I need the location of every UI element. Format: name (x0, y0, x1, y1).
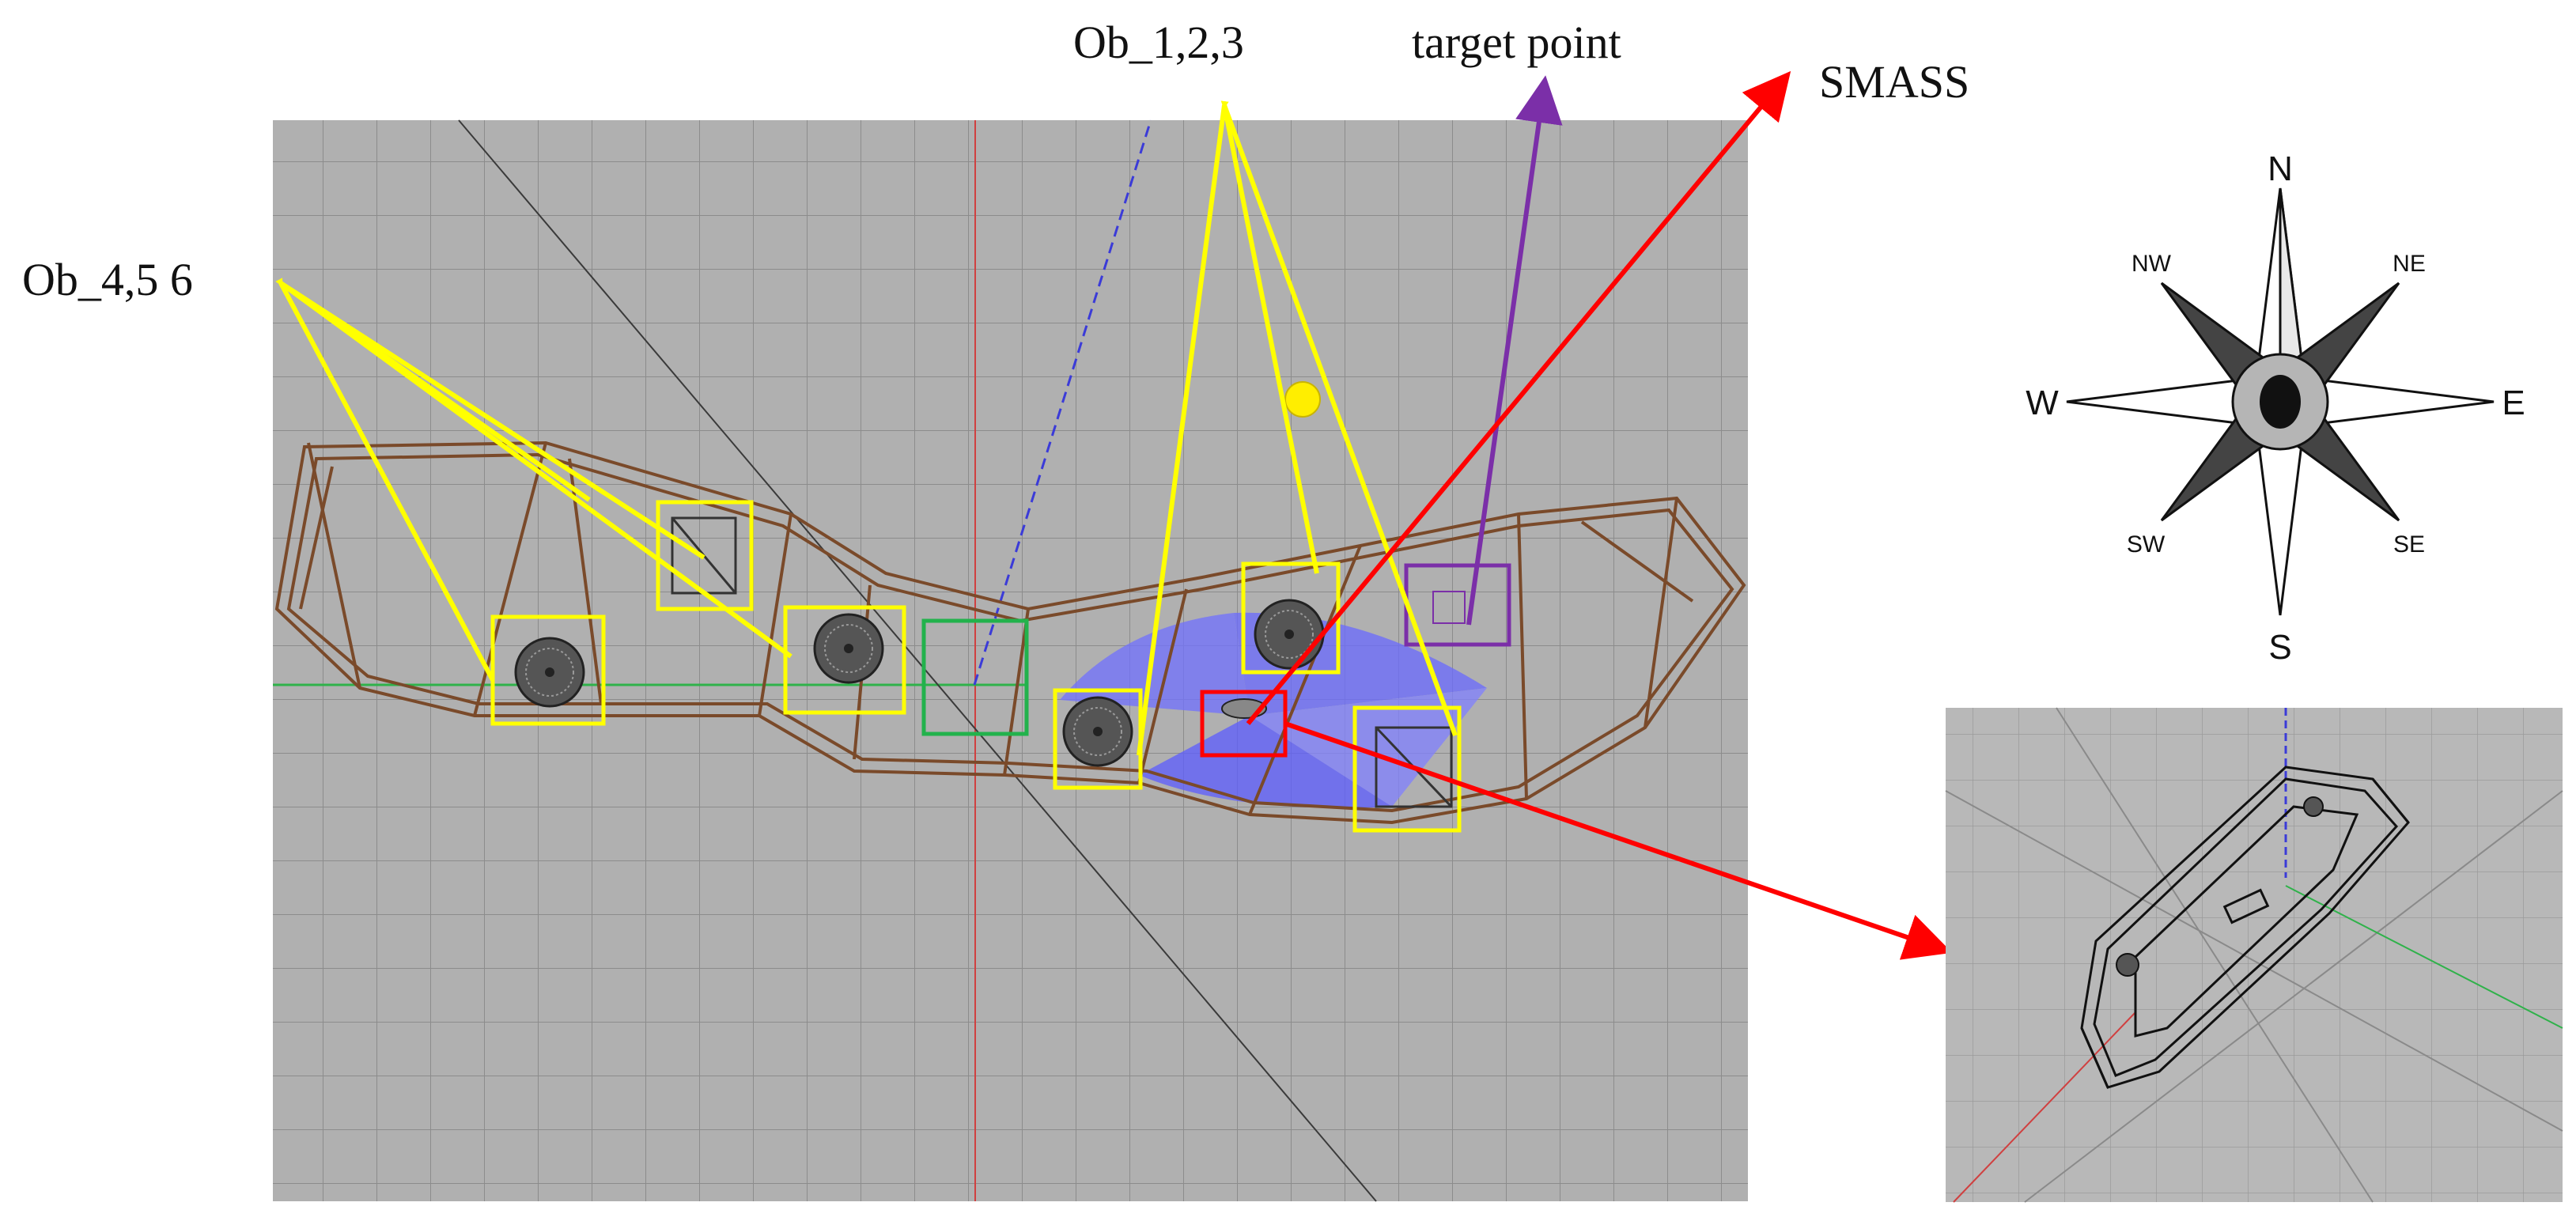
diagonal-line (458, 119, 1377, 1202)
compass-n-label: N (2268, 149, 2293, 188)
inset-obstacle-1 (2116, 953, 2139, 977)
perspective-inset (1945, 707, 2563, 1203)
compass-sw-label: SW (2127, 531, 2166, 558)
obstacle-box-6 (1352, 705, 1462, 833)
waypoint-sphere (1284, 381, 1321, 418)
callouts-left (275, 278, 792, 682)
label-target-point: target point (1412, 17, 1621, 68)
compass-rose: N S E W NE NW SE SW (2026, 149, 2525, 667)
inset-channel-wireframe (2080, 766, 2410, 1089)
label-obstacles-1-2-3: Ob_1,2,3 (1073, 17, 1244, 68)
obstacle-fan-4 (1254, 599, 1325, 670)
inset-obstacle-2 (2303, 796, 2324, 817)
compass-ne-label: NE (2393, 251, 2426, 277)
obstacle-fan-3 (1062, 696, 1133, 767)
target-marker (1432, 591, 1466, 624)
label-obstacles-4-5-6: Ob_4,5 6 (22, 254, 193, 305)
start-box (921, 618, 1029, 736)
callouts-top (1137, 100, 1458, 756)
compass-center (2260, 375, 2301, 429)
compass-s-label: S (2268, 628, 2291, 667)
compass-e-label: E (2502, 384, 2525, 422)
compass-nw-label: NW (2132, 251, 2172, 277)
label-smass: SMASS (1819, 56, 1970, 108)
obstacle-fan-2 (813, 613, 884, 684)
smass-arrow (1246, 70, 1791, 725)
smass-inset-arrow (1284, 721, 1953, 960)
obstacle-box-1 (490, 614, 606, 726)
target-arrow (1466, 75, 1563, 626)
compass-se-label: SE (2393, 531, 2425, 558)
heading-line (973, 119, 1152, 686)
inset-x-axis (1953, 1011, 2136, 1203)
compass-w-label: W (2026, 384, 2059, 422)
obstacle-box-3 (783, 605, 906, 715)
top-view-viewport (273, 119, 1748, 1202)
inset-smass (2222, 888, 2270, 924)
obstacle-fan-1 (514, 637, 585, 708)
obstacle-box-2 (656, 500, 754, 611)
